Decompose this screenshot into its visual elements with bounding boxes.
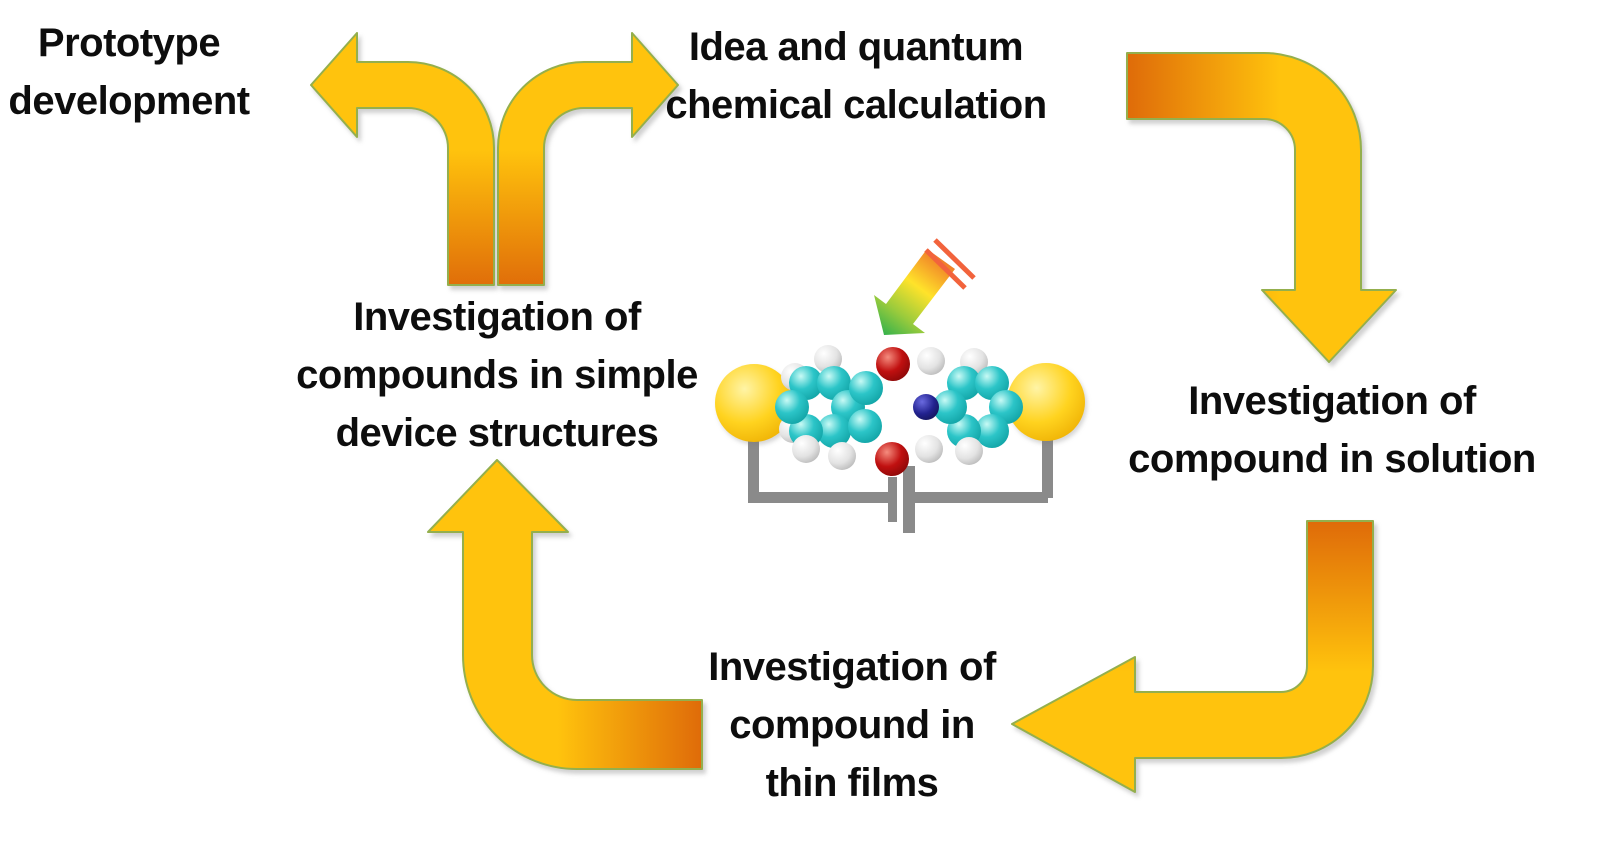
wire-segment: [915, 492, 1048, 503]
node-compound-in-solution: Investigation of compound in solution: [1082, 372, 1582, 488]
wire-segment: [748, 492, 889, 503]
atom-o: [876, 347, 910, 381]
atom-c: [817, 414, 851, 448]
arrow-thin-films-to-device: [427, 459, 703, 770]
light-arrow-body: [874, 249, 955, 335]
node-line: compounds in simple: [296, 353, 698, 397]
light-ray-stripes: [924, 238, 976, 290]
node-line: Prototype: [37, 21, 221, 65]
node-line: chemical calculation: [665, 83, 1047, 127]
incident-light-arrow: [874, 238, 976, 335]
node-line: Investigation of: [1188, 379, 1476, 423]
gold-electrodes: [715, 363, 1085, 442]
arrow-device-to-idea: [497, 32, 679, 286]
wire-segment: [1042, 436, 1053, 498]
light-ray-stripe: [933, 238, 976, 280]
atom-c: [775, 390, 809, 424]
node-line: Investigation of: [708, 645, 996, 689]
atom-c: [849, 371, 883, 405]
gold-electrode: [715, 364, 793, 442]
node-line: development: [8, 79, 250, 123]
node-line: device structures: [335, 411, 659, 455]
arrow-device-to-prototype: [310, 32, 495, 286]
node-compound-in-thin-films: Investigation of compound in thin films: [652, 638, 1052, 812]
node-line: Idea and quantum: [688, 25, 1024, 69]
battery-symbol: [888, 466, 915, 533]
node-line: compound in: [729, 703, 975, 747]
arrow-idea-to-solution: [1126, 52, 1397, 363]
light-ray-stripe: [924, 248, 967, 290]
arrow-solution-to-thin-films: [1011, 520, 1374, 793]
atom-n: [913, 394, 939, 420]
node-device-structures: Investigation of compounds in simple dev…: [272, 288, 722, 462]
node-line: Investigation of: [353, 295, 641, 339]
node-idea-quantum-calculation: Idea and quantum chemical calculation: [606, 18, 1106, 134]
atom-h: [915, 435, 943, 463]
node-line: compound in solution: [1128, 437, 1536, 481]
atom-h: [792, 435, 820, 463]
atom-c: [975, 414, 1009, 448]
atom-o: [875, 442, 909, 476]
battery-long-bar: [903, 466, 915, 533]
node-line: thin films: [765, 761, 939, 805]
wire-segment: [748, 436, 759, 498]
battery-short-bar: [888, 477, 897, 522]
atom-h: [814, 345, 842, 373]
atom-c: [848, 409, 882, 443]
atom-h: [917, 347, 945, 375]
atom-h: [955, 437, 983, 465]
circuit-wires: [748, 436, 1053, 503]
atom-h: [828, 442, 856, 470]
atom-c: [933, 390, 967, 424]
node-prototype-development: Prototype development: [0, 14, 279, 130]
molecule-atoms: [775, 345, 1023, 476]
gold-electrode: [1007, 363, 1085, 441]
